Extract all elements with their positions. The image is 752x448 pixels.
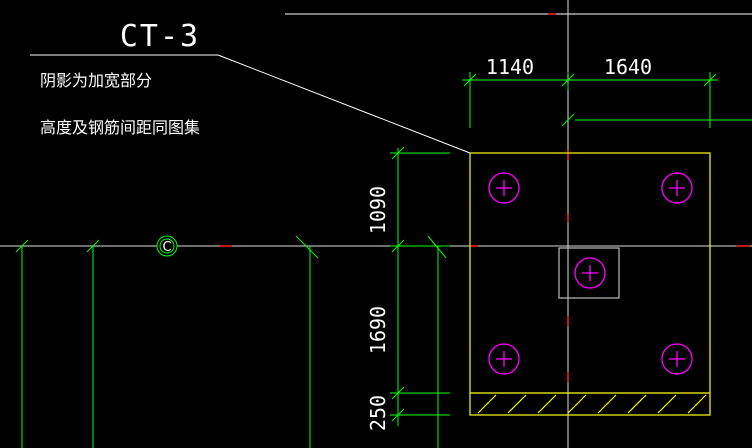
left-dimension-chain [390, 146, 450, 426]
dimension-1090: 1090 [366, 186, 390, 234]
grid-lines [15, 235, 447, 448]
column-outline [558, 247, 620, 299]
axis-bubble: C [156, 235, 178, 257]
title-block: CT-3 [30, 19, 471, 154]
dimension-250: 250 [366, 395, 390, 431]
note-line-2: 高度及钢筋间距同图集 [40, 118, 200, 137]
pile-top-right [661, 172, 693, 204]
piles [488, 172, 693, 375]
pile-bottom-left [488, 343, 520, 375]
pile-top-left [488, 172, 520, 204]
widened-hatch [477, 394, 707, 414]
axis-label-c: C [162, 240, 171, 255]
dimension-1690: 1690 [366, 306, 390, 354]
top-dimension-chain [462, 72, 752, 128]
pile-center [574, 257, 606, 289]
notes: 阴影为加宽部分 高度及钢筋间距同图集 [40, 71, 200, 137]
dimension-1640: 1640 [604, 55, 652, 79]
pile-cap [469, 152, 711, 416]
dimension-1140: 1140 [486, 55, 534, 79]
drawing-title: CT-3 [120, 19, 200, 54]
pile-bottom-right [661, 343, 693, 375]
note-line-1: 阴影为加宽部分 [40, 71, 152, 90]
